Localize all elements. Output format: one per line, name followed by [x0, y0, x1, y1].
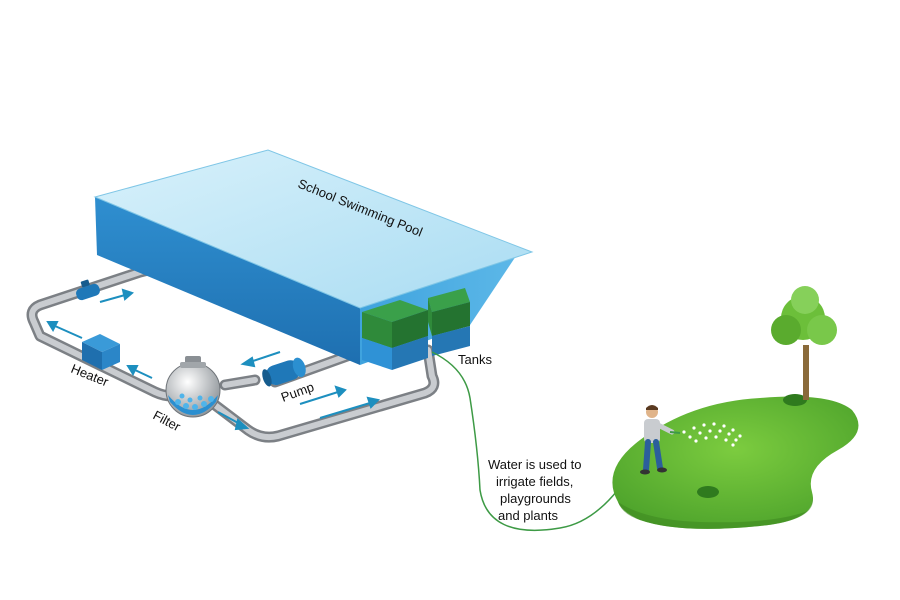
flow-arrow — [126, 365, 153, 379]
valve-icon — [76, 279, 100, 301]
grass-field — [612, 394, 859, 529]
caption-line-4: and plants — [498, 508, 558, 523]
bush-icon — [783, 394, 807, 406]
flow-arrow — [217, 411, 250, 431]
bush-icon — [697, 486, 719, 498]
flow-arrows — [46, 288, 381, 431]
filter-icon — [165, 356, 221, 418]
flow-arrow — [240, 351, 281, 368]
irrigation-hose — [431, 351, 649, 532]
tank — [362, 300, 428, 370]
flow-arrow — [299, 385, 347, 405]
pump: Pump — [262, 357, 316, 405]
tree-icon — [771, 286, 837, 400]
tank — [428, 288, 470, 356]
pool-side-wall — [95, 197, 360, 365]
heater: Heater — [69, 334, 120, 390]
tanks-label: Tanks — [458, 352, 492, 367]
flow-arrow — [99, 288, 134, 303]
pool-water-surface — [93, 149, 534, 309]
person-icon — [640, 405, 681, 475]
sprinkler-icon — [682, 422, 742, 447]
tanks: Tanks — [362, 288, 492, 370]
flow-arrow — [319, 396, 381, 419]
flow-arrow — [46, 321, 83, 339]
irrigation-caption: Water is used to irrigate fields, playgr… — [488, 457, 581, 523]
heater-icon — [82, 334, 120, 370]
caption-line-3: playgrounds — [500, 491, 571, 506]
caption-line-2: irrigate fields, — [496, 474, 573, 489]
pump-icon — [262, 357, 306, 387]
caption-line-1: Water is used to — [488, 457, 581, 472]
